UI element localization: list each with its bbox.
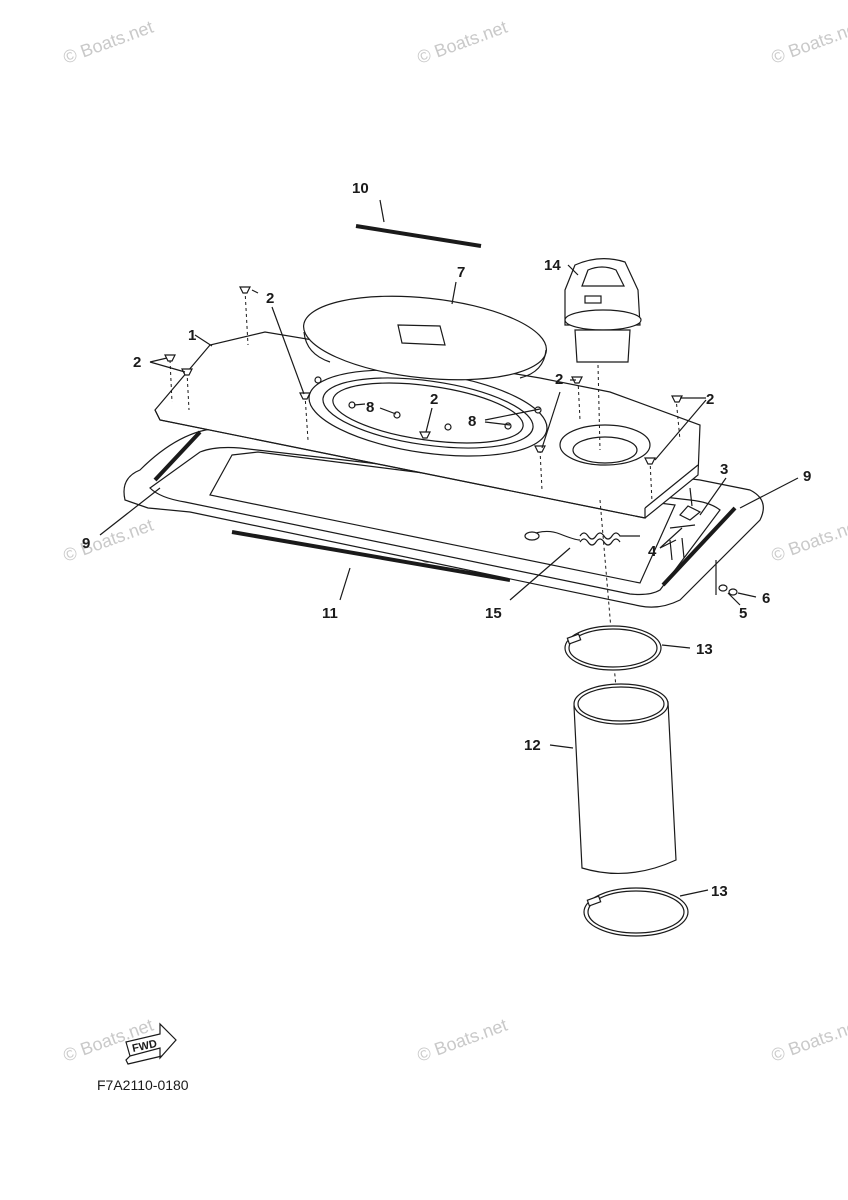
watermark: © Boats.net [61, 17, 156, 68]
callout-part-11: 11 [322, 605, 338, 622]
callout-part-2: 2 [266, 290, 274, 307]
callout-part-2: 2 [133, 354, 141, 371]
callout-part-8: 8 [468, 413, 476, 430]
tape-strip-part-10 [355, 224, 482, 248]
callout-part-12: 12 [524, 737, 541, 754]
callout-part-15: 15 [485, 605, 502, 622]
callout-part-2: 2 [430, 391, 438, 408]
lanyard-part-15 [524, 530, 640, 546]
callout-part-13: 13 [696, 641, 713, 658]
watermark: © Boats.net [769, 1015, 848, 1066]
callout-part-13: 13 [711, 883, 728, 900]
callout-part-14: 14 [544, 257, 561, 274]
callout-part-9: 9 [803, 468, 811, 485]
strip-part-9-right [661, 506, 737, 587]
callout-part-1: 1 [188, 327, 196, 344]
watermark: © Boats.net [769, 515, 848, 566]
tape-strip-part-11 [231, 530, 511, 582]
fwd-label: FWD [131, 1038, 158, 1055]
callout-part-8: 8 [366, 399, 374, 416]
cup-holder-part-14 [564, 258, 642, 363]
callout-part-5: 5 [739, 605, 747, 622]
fwd-arrow-icon [125, 1022, 177, 1065]
watermark: © Boats.net [769, 17, 848, 68]
cup-holder-socket [559, 424, 651, 466]
strip-part-9-left [153, 430, 202, 482]
tube-part-12 [573, 683, 677, 875]
hatch-lid-part-7 [302, 295, 548, 381]
callout-part-3: 3 [720, 461, 728, 478]
callout-part-10: 10 [352, 180, 369, 197]
washer-nut-parts-5-6 [715, 560, 738, 596]
watermark: © Boats.net [415, 1015, 510, 1066]
callout-part-7: 7 [457, 264, 465, 281]
watermark: © Boats.net [61, 515, 156, 566]
watermark: © Boats.net [415, 17, 510, 68]
callout-part-2: 2 [555, 371, 563, 388]
callout-part-9: 9 [82, 535, 90, 552]
callout-part-2: 2 [706, 391, 714, 408]
callout-part-4: 4 [648, 543, 657, 560]
diagram-code: F7A2110-0180 [97, 1077, 189, 1093]
hose-clamp-part-13-upper [564, 625, 662, 671]
callout-part-6: 6 [762, 590, 770, 607]
hose-clamp-part-13-lower [583, 887, 689, 937]
